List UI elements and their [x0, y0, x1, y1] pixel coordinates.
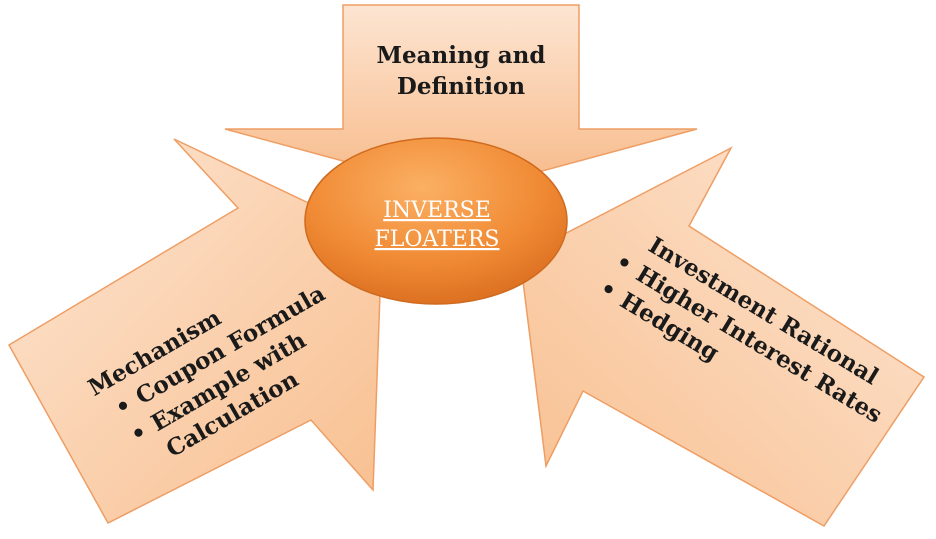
top-arrow-line1: Meaning and [377, 42, 546, 69]
center-node: INVERSE FLOATERS [304, 137, 568, 305]
center-ellipse [304, 137, 568, 305]
left-arrow: Mechanism • Coupon Formula • Example wit… [7, 138, 383, 524]
right-arrow-shape [519, 146, 926, 527]
center-line1: INVERSE [383, 198, 491, 223]
top-arrow-shape [224, 4, 698, 194]
left-arrow-shape [7, 138, 383, 524]
top-arrow-line2: Definition [397, 73, 525, 100]
top-arrow: Meaning and Definition [224, 4, 698, 194]
center-line2: FLOATERS [375, 227, 500, 252]
right-arrow: Investment Rational • Higher Interest Ra… [519, 146, 926, 527]
